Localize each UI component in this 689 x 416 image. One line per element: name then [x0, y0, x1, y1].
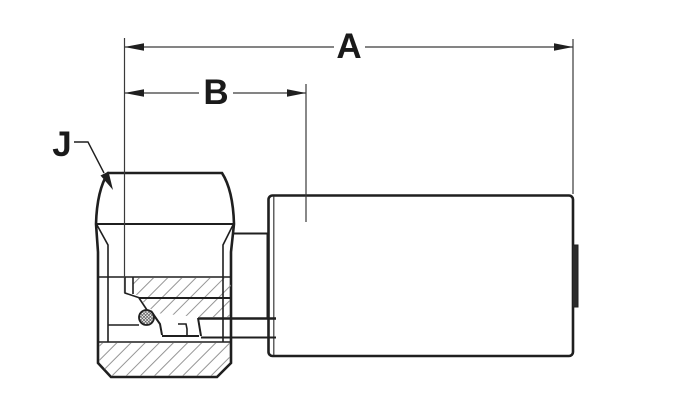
callout-j-arrow — [100, 171, 113, 190]
bore-step — [197, 317, 202, 337]
dim-a-arrow-right — [554, 43, 573, 51]
hex-corner-edge-left — [96, 224, 109, 342]
nipple-outline — [231, 232, 269, 319]
section-hatch-lower — [99, 343, 230, 376]
section-hatch-upper — [133, 278, 231, 297]
callout-j-label: J — [52, 125, 71, 164]
oring-groove-chamfer — [138, 297, 148, 311]
dim-b-arrow-left — [124, 89, 144, 97]
dimension-b: B — [124, 73, 306, 112]
callout-j-leader — [74, 141, 105, 174]
hex-corner-edge-right — [222, 224, 234, 342]
dimension-a: A — [124, 27, 573, 66]
swivel-nut — [94, 171, 276, 379]
dimensions: A B J — [52, 27, 574, 293]
section-hatch-middle — [140, 299, 230, 317]
dim-a-arrow-left — [124, 43, 144, 51]
dimension-a-label: A — [336, 27, 361, 66]
crimp-shell — [267, 194, 579, 358]
callout-j: J — [52, 125, 113, 190]
dim-b-arrow-right — [287, 89, 306, 97]
o-ring-section — [138, 309, 155, 326]
nipple-hex — [231, 232, 269, 319]
dimension-b-label: B — [203, 73, 228, 112]
hose-stop — [572, 244, 579, 308]
pocket-step — [178, 323, 188, 336]
crimp-shell-body — [267, 194, 575, 358]
